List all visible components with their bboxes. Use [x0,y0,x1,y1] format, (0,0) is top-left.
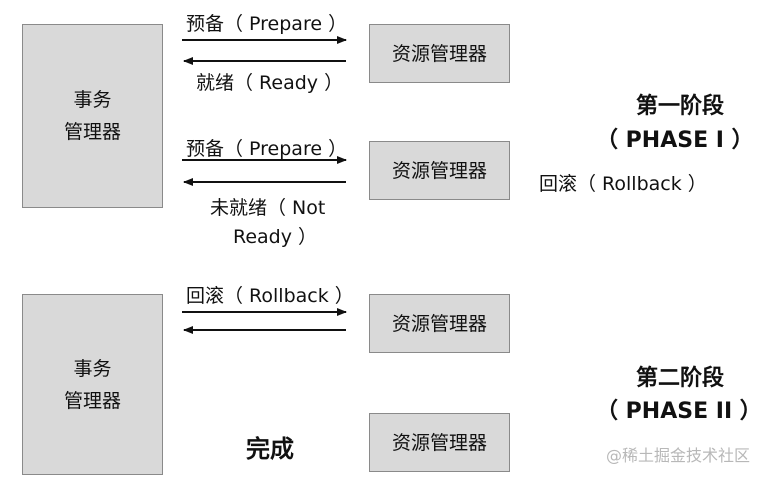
transaction-manager-label-line1: 事务 [73,89,112,111]
transaction-manager-label-line2: 管理器 [63,121,121,143]
complete-label: 完成 [246,435,294,463]
resource-manager-box-2: 资源管理器 [369,141,510,200]
transaction-manager-label-line2: 管理器 [63,389,121,412]
prepare-label-1: 预备（ Prepare ） [186,13,348,35]
phase1-subtitle: （ PHASE I ） [596,128,754,153]
rollback-label: 回滚（ Rollback ） [186,285,354,307]
resource-manager-box-1: 资源管理器 [369,24,510,83]
transaction-manager-box-1: 事务 管理器 [22,24,163,208]
prepare-label-2: 预备（ Prepare ） [186,138,348,160]
ready-label: 就绪（ Ready ） [196,72,344,94]
phase1-title: 第一阶段 [636,94,725,119]
phase2-subtitle: （ PHASE II ） [596,399,762,424]
not-ready-label-line1: 未就绪（ Not [210,197,326,219]
transaction-manager-label-line1: 事务 [73,357,112,380]
resource-manager-label: 资源管理器 [391,312,487,335]
transaction-manager-box-2: 事务 管理器 [22,294,163,475]
resource-manager-box-3: 资源管理器 [369,294,510,353]
resource-manager-box-4: 资源管理器 [369,413,510,472]
phase2-title: 第二阶段 [636,366,725,391]
resource-manager-label: 资源管理器 [391,42,487,65]
watermark: @稀土掘金技术社区 [606,446,751,465]
not-ready-label-line2: Ready ） [233,226,318,248]
resource-manager-label: 资源管理器 [391,159,487,182]
rollback-note: 回滚（ Rollback ） [539,173,707,195]
resource-manager-label: 资源管理器 [391,431,487,454]
